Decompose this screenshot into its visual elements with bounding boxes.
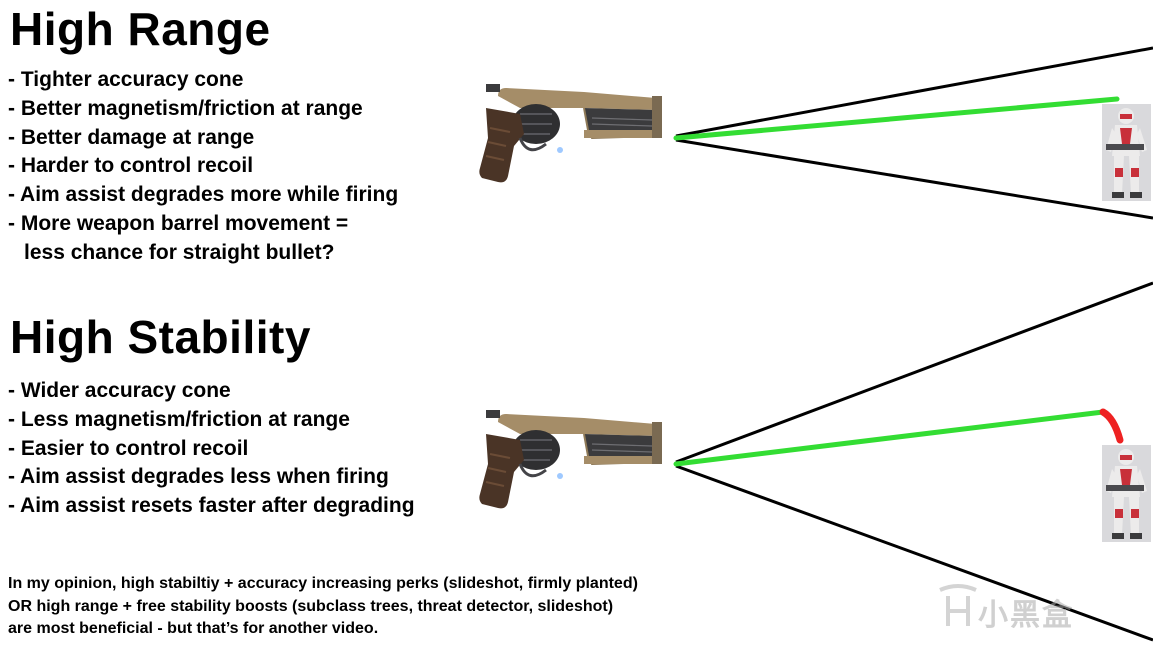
list-item: - Aim assist degrades more while firing	[8, 183, 399, 207]
list-item-text: - More weapon barrel movement =	[8, 211, 349, 235]
opinion-line: OR high range + free stability boosts (s…	[8, 597, 614, 615]
cone-line-upper	[675, 46, 1153, 138]
range-bullet-list: - Tighter accuracy cone - Better magneti…	[8, 66, 398, 268]
list-item: - Aim assist degrades less when firing	[8, 465, 389, 489]
watermark-text: 小黑盒	[978, 599, 1074, 632]
list-item: - Wider accuracy cone	[8, 379, 231, 402]
revolver-icon	[477, 82, 664, 184]
enemy-figure-icon	[1102, 445, 1151, 542]
opinion-note: In my opinion, high stabiltiy + accuracy…	[8, 573, 748, 641]
cone-line-lower	[675, 464, 1153, 642]
miss-path	[1099, 408, 1124, 444]
bullet-path	[673, 409, 1106, 467]
list-item: - Harder to control recoil	[8, 154, 254, 178]
enemy-figure-icon	[1102, 104, 1151, 201]
list-item: - Less magnetism/friction at range	[8, 407, 350, 431]
section-title-high-range: High Range	[10, 3, 271, 55]
list-item: - Aim assist resets faster after degradi…	[8, 494, 415, 518]
section-title-high-stability: High Stability	[10, 311, 311, 363]
list-item-continuation: less chance for straight bullet?	[24, 240, 335, 264]
revolver-icon	[477, 408, 664, 510]
watermark-logo-icon	[939, 584, 977, 626]
opinion-line: In my opinion, high stabiltiy + accuracy…	[8, 575, 638, 592]
list-item: - Tighter accuracy cone	[8, 68, 244, 91]
list-item: - More weapon barrel movement = less cha…	[8, 210, 398, 268]
opinion-line: are most beneficial - but that’s for ano…	[8, 620, 379, 637]
list-item: - Easier to control recoil	[8, 436, 249, 460]
cone-line-upper	[675, 281, 1153, 464]
stability-bullet-list: - Wider accuracy cone - Less magnetism/f…	[8, 377, 415, 521]
cone-line-lower	[675, 138, 1153, 220]
list-item: - Better damage at range	[8, 125, 255, 149]
list-item: - Better magnetism/friction at range	[8, 96, 363, 120]
bullet-path	[673, 96, 1120, 141]
